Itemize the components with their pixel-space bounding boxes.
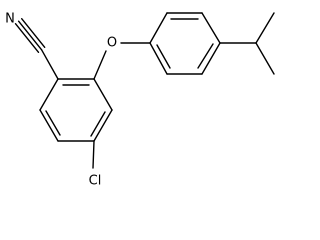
ring-double-bond [45,110,61,136]
ring-bond [93,78,113,111]
isopropyl-group [219,12,275,75]
ring-double-bond [156,44,171,69]
methyl-bond-upper [255,12,275,44]
ring-bond [149,12,168,44]
chlorine-label: Cl [89,174,102,189]
ring-bond [93,109,113,142]
nitrile-group [14,18,46,53]
ring-bond [39,78,59,111]
phenyl-ring [149,12,221,75]
triple-bond-line-3 [21,18,46,48]
ring-bond [39,109,59,142]
benzonitrile-ring [39,78,113,142]
ring-oxygen-bond [93,50,107,80]
triple-bond-line-2 [14,23,40,53]
oxygen-label: O [107,36,117,51]
ring-double-bond [197,43,214,69]
ring-bond [201,12,221,44]
nitrogen-label: N [5,12,15,27]
ring-double-bond [90,111,106,137]
nitrile-ring-bond [40,49,59,80]
ring-bond [149,42,168,75]
triple-bond-line-1 [17,20,43,51]
ring-bond [201,42,221,75]
methyl-bond-lower [255,42,275,75]
ring-chlorine-bond [92,140,95,169]
chemical-structure: N O Cl [5,12,275,189]
